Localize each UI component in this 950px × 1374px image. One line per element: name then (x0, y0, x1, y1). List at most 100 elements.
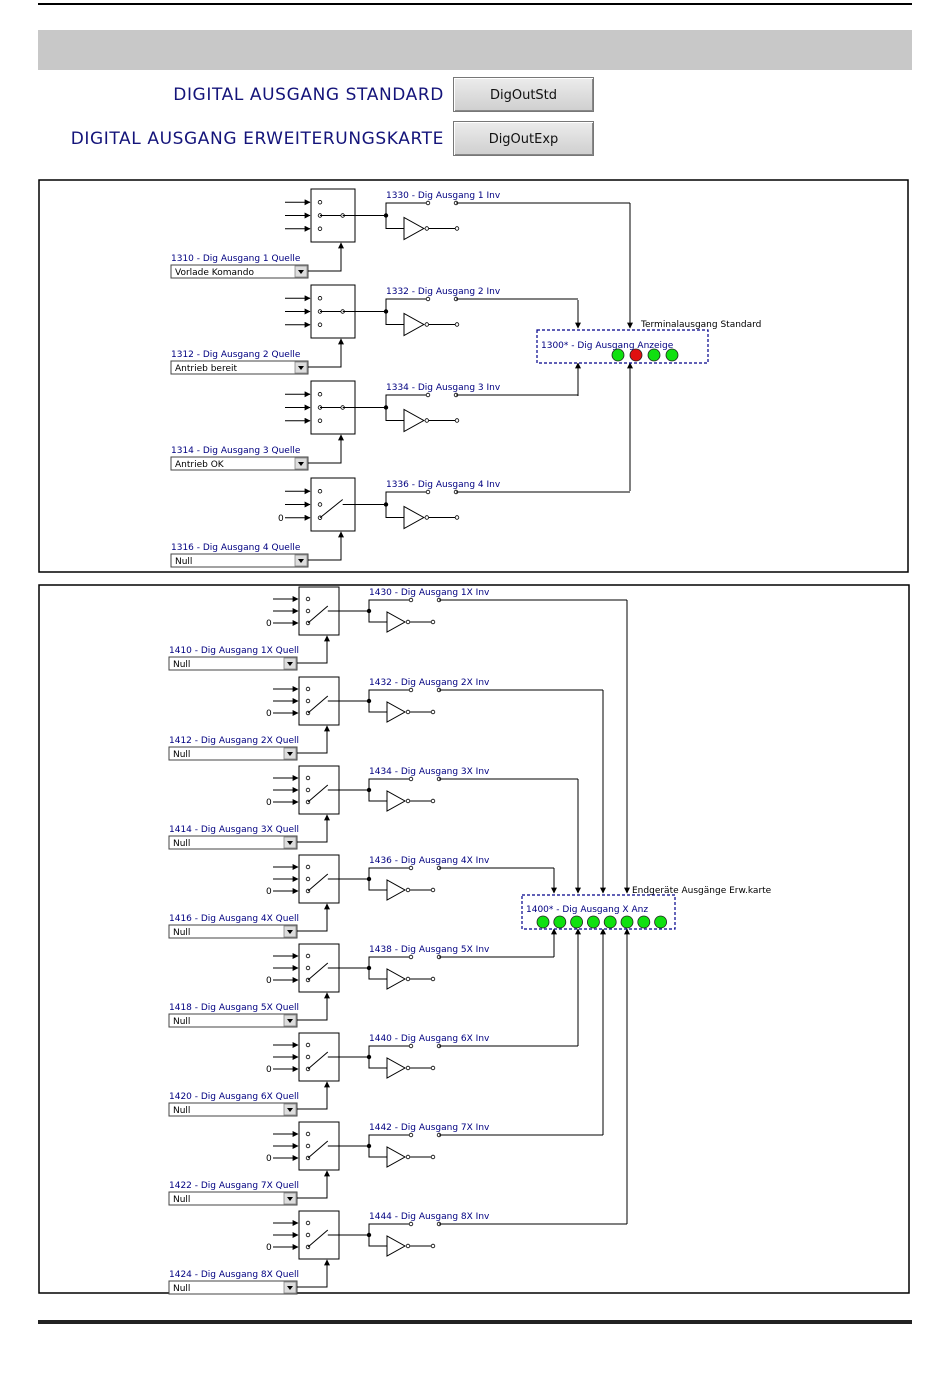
switch-arm (307, 873, 329, 892)
terminal-circle (317, 226, 323, 231)
terminal-circle (424, 418, 429, 423)
led-indicator (637, 915, 651, 929)
inverter-icon (386, 1057, 407, 1079)
terminal-circle (425, 296, 431, 302)
switch-arm (307, 1051, 329, 1070)
source-dropdown[interactable]: Null (168, 1280, 298, 1295)
zero-input-label: 0 (266, 976, 272, 986)
terminal-circle (305, 1220, 311, 1226)
source-dropdown[interactable]: Null (168, 656, 298, 671)
source-parameter-label: 1314 - Dig Ausgang 3 Quelle (171, 446, 301, 456)
led-indicator (553, 915, 567, 929)
invert-parameter-label: 1442 - Dig Ausgang 7X Inv (369, 1123, 490, 1133)
invert-parameter-label: 1336 - Dig Ausgang 4 Inv (386, 480, 501, 490)
source-parameter-label: 1420 - Dig Ausgang 6X Quell (169, 1092, 299, 1102)
terminal-circle (424, 226, 429, 231)
terminal-circle (305, 953, 311, 959)
terminal-circle (405, 1065, 411, 1071)
source-parameter-label: 1424 - Dig Ausgang 8X Quell (169, 1270, 299, 1280)
source-dropdown[interactable]: Antrieb OK (170, 456, 309, 471)
source-parameter-label: 1412 - Dig Ausgang 2X Quell (169, 736, 299, 746)
switch-arm (319, 499, 343, 519)
direct-path (368, 689, 411, 701)
source-parameter-label: 1312 - Dig Ausgang 2 Quelle (171, 350, 301, 360)
standard-panel (38, 179, 909, 573)
terminal-circle (317, 296, 323, 301)
source-to-selector (297, 814, 330, 843)
source-to-selector (297, 903, 330, 932)
chevron-down-icon (287, 1019, 293, 1023)
source-parameter-label: 1310 - Dig Ausgang 1 Quelle (171, 254, 301, 264)
source-dropdown[interactable]: Antrieb bereit (170, 360, 309, 375)
source-to-selector (308, 434, 344, 464)
inverter-icon (386, 611, 407, 633)
source-parameter-label: 1422 - Dig Ausgang 7X Quell (169, 1181, 299, 1191)
terminal-circle (424, 322, 429, 327)
terminal-circle (454, 226, 460, 231)
source-dropdown[interactable]: Null (168, 1191, 298, 1206)
source-dropdown[interactable]: Null (168, 1102, 298, 1117)
inverter-icon (386, 879, 407, 901)
dropdown-value: Null (173, 839, 190, 849)
invert-path (368, 790, 387, 802)
inverter-icon (386, 790, 407, 812)
terminal-circle (305, 1232, 311, 1238)
dropdown-value: Null (173, 750, 190, 760)
digoutstd-button[interactable]: DigOutStd (453, 77, 594, 112)
terminal-circle (317, 392, 323, 397)
dropdown-value: Null (173, 1106, 190, 1116)
terminal-circle (430, 798, 436, 804)
invert-parameter-label: 1430 - Dig Ausgang 1X Inv (369, 588, 490, 598)
terminal-circle (430, 976, 436, 982)
switch-arm (307, 1140, 329, 1159)
zero-input-label: 0 (266, 1154, 272, 1164)
digoutexp-button[interactable]: DigOutExp (453, 121, 594, 156)
zero-input-label: 0 (266, 798, 272, 808)
terminal-circle (405, 1243, 411, 1249)
invert-path (368, 1235, 387, 1247)
source-dropdown[interactable]: Null (168, 835, 298, 850)
source-dropdown[interactable]: Vorlade Komando (170, 264, 309, 279)
source-to-selector (297, 1259, 330, 1288)
direct-path (368, 778, 411, 790)
top-rule (38, 3, 912, 5)
led-indicator (603, 915, 617, 929)
terminal-circle (405, 887, 411, 893)
terminal-circle (317, 322, 323, 327)
inverter-icon (386, 968, 407, 990)
led-indicator (665, 348, 679, 362)
terminal-circle (405, 976, 411, 982)
terminal-circle (305, 965, 311, 971)
invert-parameter-label: 1332 - Dig Ausgang 2 Inv (386, 287, 501, 297)
bottom-rule (38, 1320, 912, 1324)
terminal-circle (408, 1043, 414, 1049)
switch-arm (307, 1229, 329, 1248)
zero-input-label: 0 (266, 1065, 272, 1075)
source-dropdown[interactable]: Null (168, 1013, 298, 1028)
chevron-down-icon (298, 462, 304, 466)
source-dropdown[interactable]: Null (168, 746, 298, 761)
direct-path (368, 1045, 411, 1057)
terminal-circle (430, 887, 436, 893)
terminal-circle (408, 597, 414, 603)
source-to-selector (308, 338, 344, 368)
terminal-circle (424, 515, 429, 520)
inverter-icon (403, 408, 425, 433)
terminal-circle (305, 864, 311, 870)
source-dropdown[interactable]: Null (168, 924, 298, 939)
source-to-selector (297, 1170, 330, 1199)
terminal-circle (305, 698, 311, 704)
terminal-circle (430, 709, 436, 715)
terminal-circle (405, 619, 411, 625)
led-indicator (611, 348, 625, 362)
led-indicator (629, 348, 643, 362)
dropdown-value: Null (173, 1017, 190, 1027)
source-dropdown[interactable]: Null (170, 553, 309, 568)
invert-path (368, 1146, 387, 1158)
dropdown-value: Null (173, 928, 190, 938)
dropdown-value: Vorlade Komando (175, 268, 254, 278)
source-to-selector (297, 725, 330, 754)
direct-path (368, 1134, 411, 1146)
invert-parameter-label: 1432 - Dig Ausgang 2X Inv (369, 678, 490, 688)
terminal-circle (305, 1054, 311, 1060)
